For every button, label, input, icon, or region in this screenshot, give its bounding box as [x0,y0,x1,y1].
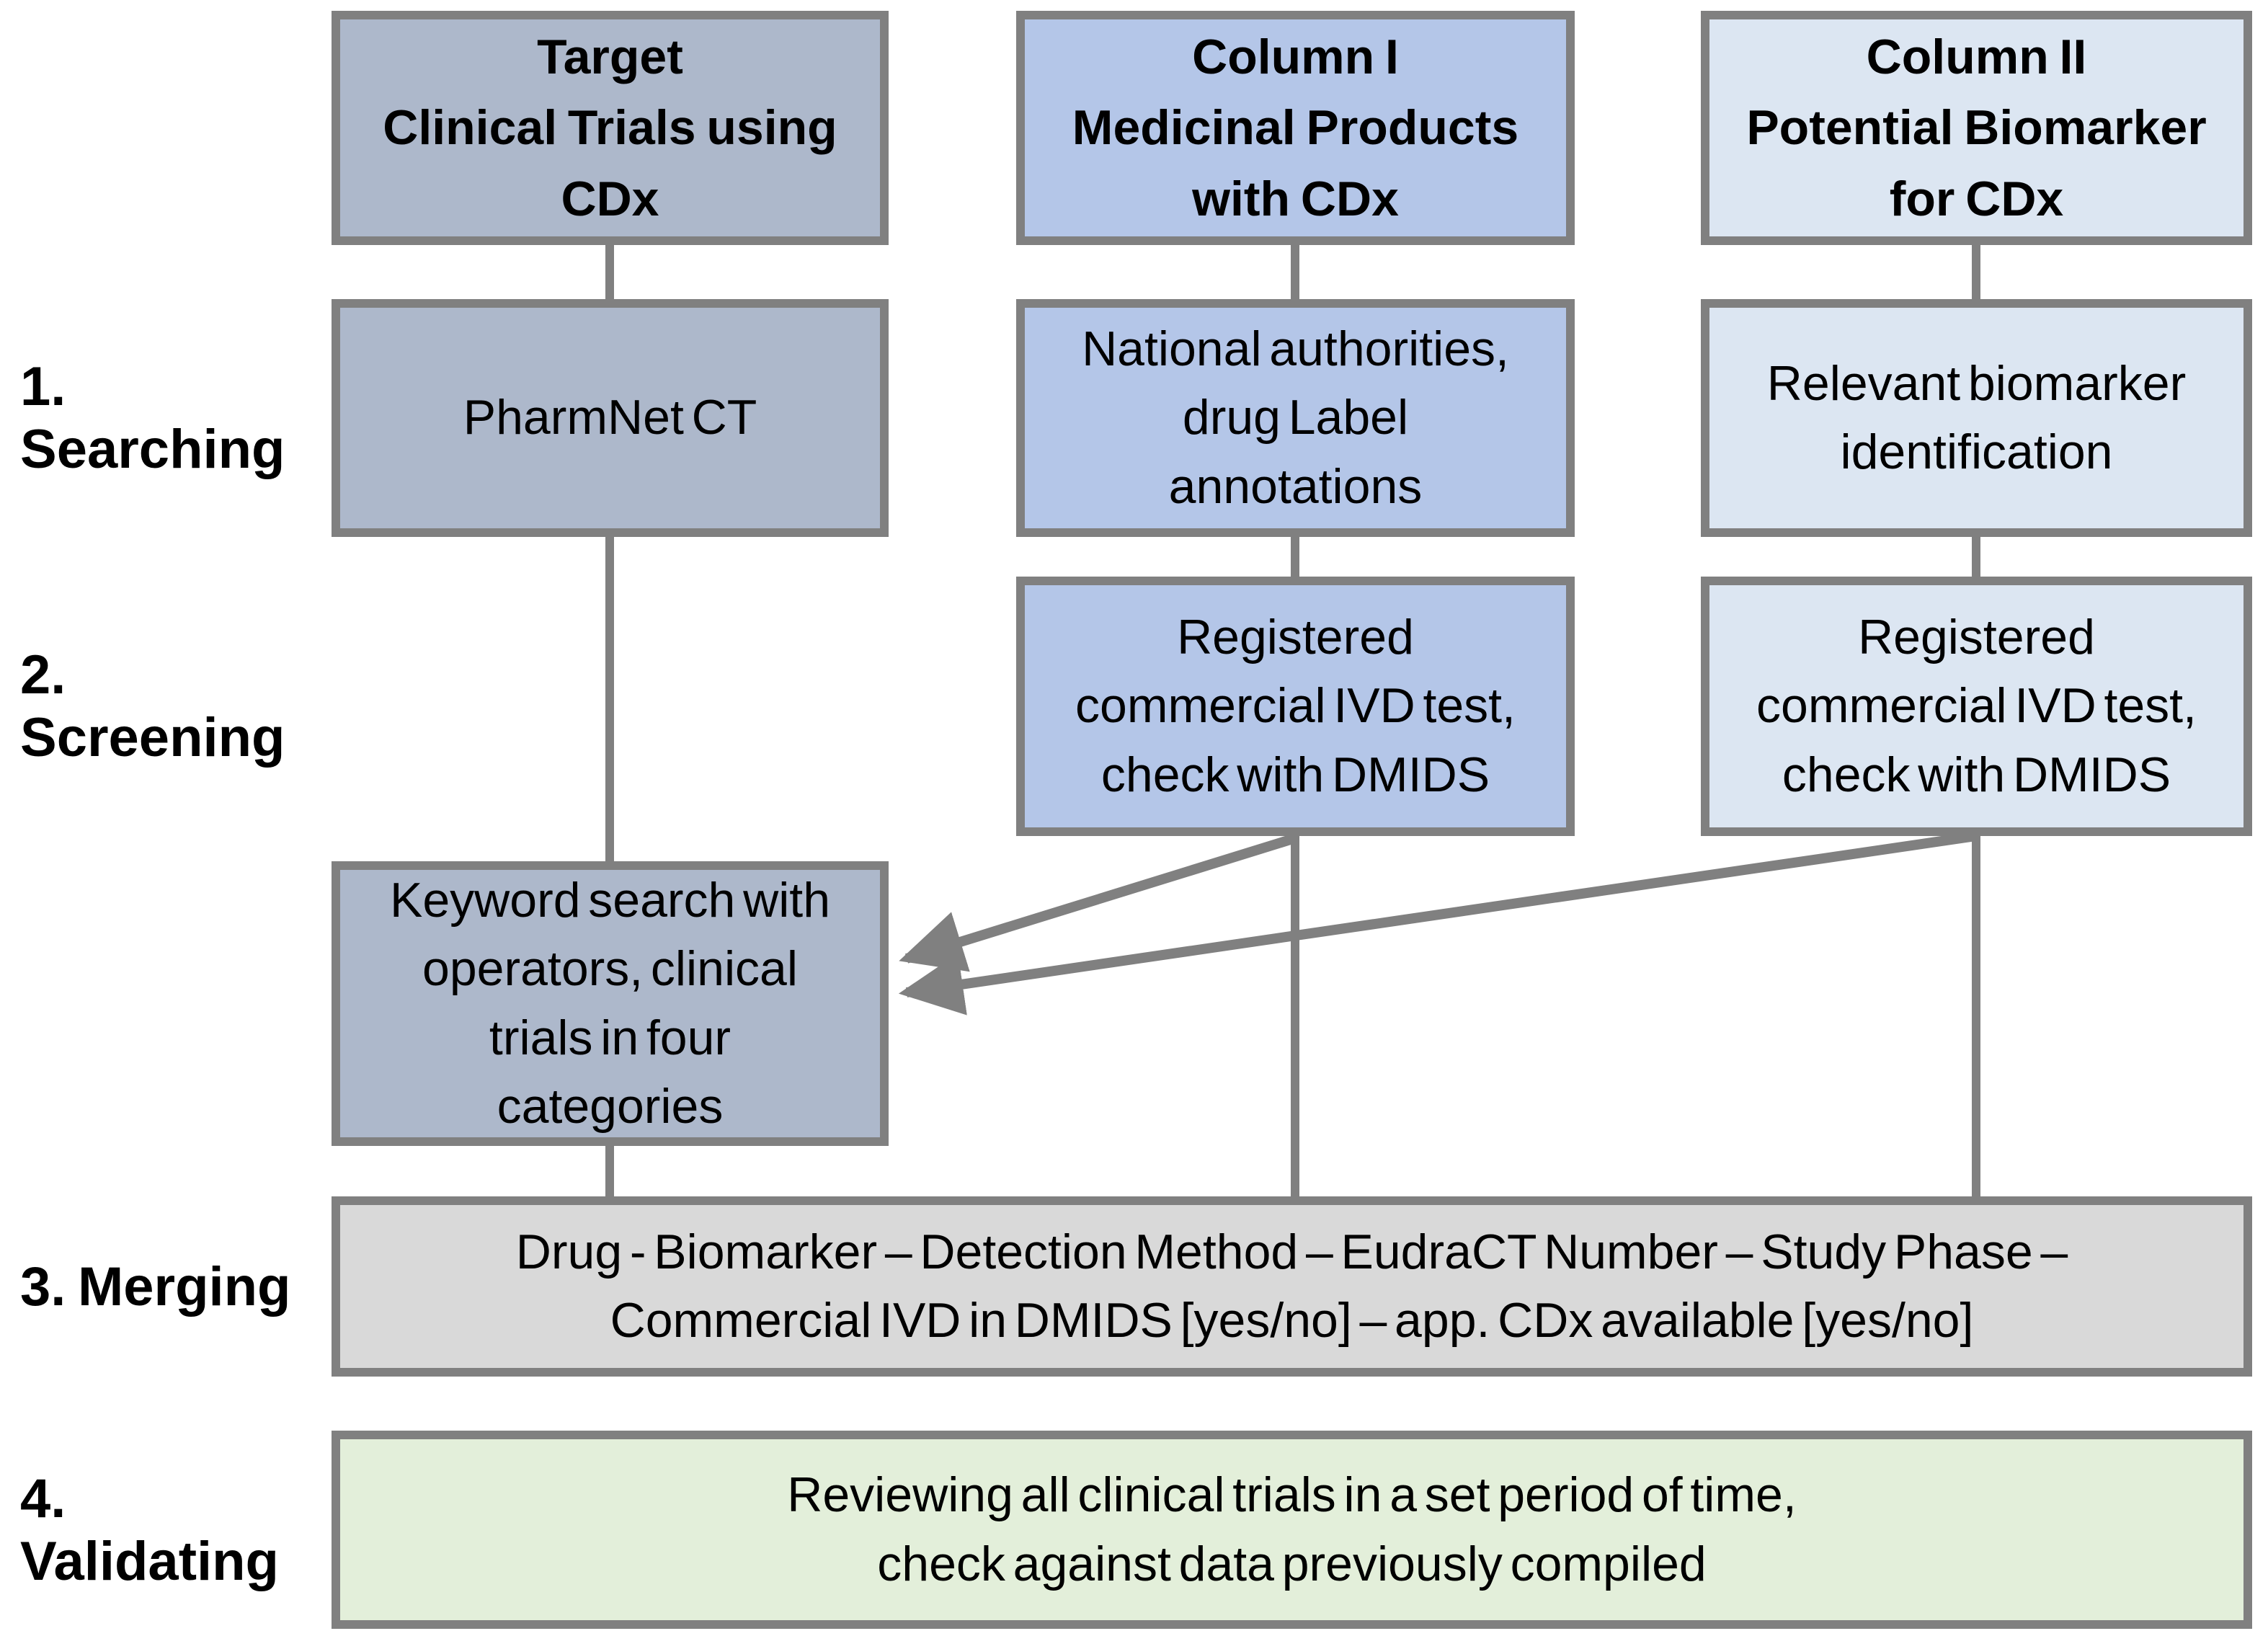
header-box-target: Target Clinical Trials using CDx [332,11,889,245]
row-label-validating: 4. Validating [20,1467,279,1592]
box-registered-ivd-col1: Registered commercial IVD test, check wi… [1016,577,1575,836]
row-label-merging: 3. Merging [20,1255,291,1317]
box-merging: Drug - Biomarker – Detection Method – Eu… [332,1196,2252,1377]
box-registered-ivd-col2: Registered commercial IVD test, check wi… [1701,577,2252,836]
box-relevant-biomarker: Relevant biomarker identification [1701,299,2252,537]
box-validating: Reviewing all clinical trials in a set p… [332,1431,2252,1629]
arrow-col2-to-keyword [898,831,1978,1015]
row-label-searching: 1. Searching [20,356,285,480]
header-box-column2: Column II Potential Biomarker for CDx [1701,11,2252,245]
row-label-screening: 2. Screening [20,644,285,768]
box-keyword-search: Keyword search with operators, clinical … [332,861,889,1146]
box-pharmnet-ct: PharmNet CT [332,299,889,537]
header-box-column1: Column I Medicinal Products with CDx [1016,11,1575,245]
arrow-col1-to-keyword [899,833,1297,972]
box-national-authorities: National authorities, drug Label annotat… [1016,299,1575,537]
